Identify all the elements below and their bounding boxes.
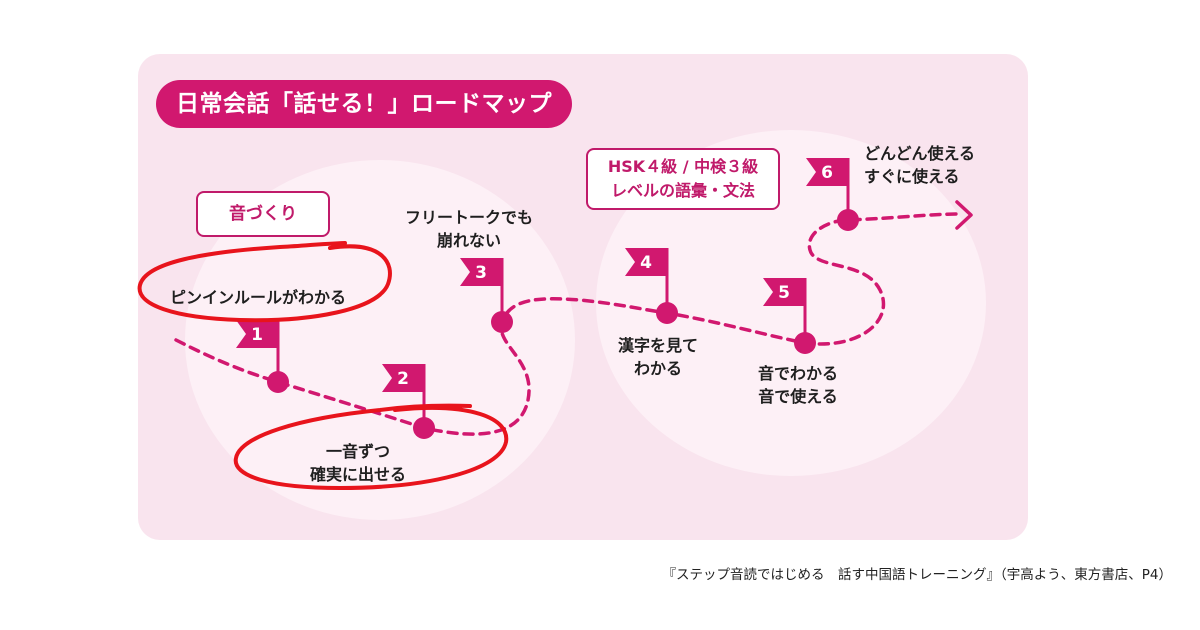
step-3-label: フリートークでも 崩れない (405, 206, 533, 252)
hsk-level-line1: HSK４級 / 中検３級 (607, 157, 759, 176)
step-3-label-line1: フリートークでも (405, 208, 534, 227)
step-5-label-line1: 音でわかる (758, 364, 839, 383)
flag-icon-step-5: 5 (763, 278, 816, 354)
step-6-label-line1: どんどん使える (864, 144, 976, 163)
roadmap-dashed-path (174, 212, 960, 436)
step-6-label-line2: すぐに使える (864, 167, 960, 186)
step-4-number: 4 (640, 253, 652, 273)
step-3-number: 3 (475, 263, 487, 283)
step-1-label-line1: ピンインルールがわかる (170, 288, 347, 307)
red-annotation-circle-1 (137, 241, 392, 323)
arrow-right-icon (955, 200, 973, 230)
flag-icon-step-6: 6 (806, 158, 859, 231)
flag-icon-step-4: 4 (625, 248, 678, 324)
step-2-label-line1: 一音ずつ (326, 442, 391, 461)
step-2-number: 2 (397, 369, 409, 389)
source-caption: 『ステップ音読ではじめる 話す中国語トレーニング』（宇高よう、東方書店、P4） (662, 567, 1172, 583)
step-1-number: 1 (251, 325, 263, 345)
step-4-label-line1: 漢字を見て (618, 336, 699, 355)
step-1-label: ピンインルールがわかる (170, 286, 346, 309)
flag-icon-step-2: 2 (382, 364, 435, 439)
step-3-label-line2: 崩れない (437, 231, 502, 250)
step-5-label: 音でわかる 音で使える (758, 362, 838, 408)
hsk-level-line2: レベルの語彙・文法 (610, 181, 755, 200)
red-annotation-circle-2 (233, 403, 509, 491)
step-5-label-line2: 音で使える (758, 387, 838, 406)
hsk-level-tag: HSK４級 / 中検３級 レベルの語彙・文法 (586, 148, 780, 210)
step-5-number: 5 (778, 283, 790, 303)
roadmap-title: 日常会話「話せる！」ロードマップ (156, 80, 572, 128)
step-6-label: どんどん使える すぐに使える (864, 142, 975, 188)
flag-icon-step-1: 1 (236, 320, 289, 393)
step-4-label: 漢字を見て わかる (618, 334, 698, 380)
sound-building-tag: 音づくり (196, 191, 330, 237)
flag-icon-step-3: 3 (460, 258, 513, 333)
step-2-label: 一音ずつ 確実に出せる (310, 440, 406, 486)
step-6-number: 6 (821, 163, 833, 183)
step-2-label-line2: 確実に出せる (310, 465, 407, 484)
step-4-label-line2: わかる (634, 359, 683, 378)
